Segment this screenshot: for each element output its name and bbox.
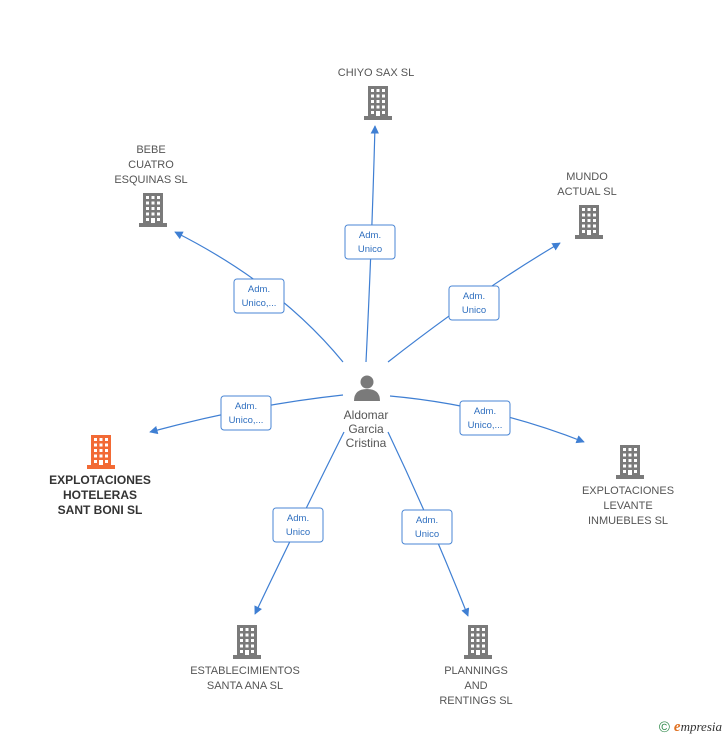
relation-label-santa-ana[interactable]: Adm. Unico	[272, 507, 324, 543]
company-name-sant-boni[interactable]: SANT BONI SL	[58, 503, 143, 517]
person-name[interactable]: Aldomar	[344, 408, 389, 422]
copyright-symbol: ©	[658, 719, 670, 736]
relation-text: Adm.	[359, 230, 381, 241]
company-name-chiyo[interactable]: CHIYO SAX SL	[338, 67, 414, 79]
relation-text: Adm.	[474, 406, 496, 417]
company-name-levante[interactable]: LEVANTE	[603, 500, 652, 512]
relation-label-sant-boni[interactable]: Adm. Unico,...	[220, 395, 272, 431]
relation-text: Unico	[286, 527, 310, 538]
building-icon-bebe[interactable]	[139, 193, 167, 227]
person-name[interactable]: Garcia	[348, 422, 384, 436]
company-name-sant-boni[interactable]: EXPLOTACIONES	[49, 473, 151, 487]
relation-text: Adm.	[235, 401, 257, 412]
relation-text: Adm.	[416, 515, 438, 526]
company-name-plannings[interactable]: RENTINGS SL	[439, 695, 512, 707]
relation-text: Unico,...	[242, 298, 277, 309]
company-name-levante[interactable]: INMUEBLES SL	[588, 515, 668, 527]
relation-label-mundo[interactable]: Adm. Unico	[448, 285, 500, 321]
building-icon-sant-boni[interactable]	[87, 435, 115, 469]
relation-label-plannings[interactable]: Adm. Unico	[401, 509, 453, 545]
relation-text: Unico	[358, 244, 382, 255]
relation-text: Unico,...	[229, 415, 264, 426]
building-icon-santa-ana[interactable]	[233, 625, 261, 659]
company-name-sant-boni[interactable]: HOTELERAS	[63, 488, 137, 502]
company-name-plannings[interactable]: AND	[464, 680, 487, 692]
empresia-watermark: © empresia	[659, 719, 722, 736]
company-name-plannings[interactable]: PLANNINGS	[444, 665, 508, 677]
company-name-santa-ana[interactable]: SANTA ANA SL	[207, 680, 283, 692]
company-name-mundo[interactable]: ACTUAL SL	[557, 186, 617, 198]
relation-text: Adm.	[248, 284, 270, 295]
relation-text: Unico	[462, 305, 486, 316]
company-name-bebe[interactable]: ESQUINAS SL	[114, 174, 187, 186]
brand-logo: empresia	[673, 719, 722, 735]
relation-text: Adm.	[287, 513, 309, 524]
building-icon-chiyo[interactable]	[364, 86, 392, 120]
building-icon-plannings[interactable]	[464, 625, 492, 659]
relation-label-levante[interactable]: Adm. Unico,...	[459, 400, 511, 436]
relation-text: Unico	[415, 529, 439, 540]
company-name-mundo[interactable]: MUNDO	[566, 171, 608, 183]
building-icon-levante[interactable]	[616, 445, 644, 479]
relation-text: Adm.	[463, 291, 485, 302]
relation-label-chiyo[interactable]: Adm. Unico	[344, 224, 396, 260]
relation-label-bebe[interactable]: Adm. Unico,...	[233, 278, 285, 314]
relation-text: Unico,...	[468, 420, 503, 431]
company-name-santa-ana[interactable]: ESTABLECIMIENTOS	[190, 665, 300, 677]
company-name-bebe[interactable]: BEBE	[136, 144, 165, 156]
person-name[interactable]: Cristina	[346, 436, 387, 450]
company-name-levante[interactable]: EXPLOTACIONES	[582, 485, 674, 497]
person-icon[interactable]	[354, 375, 380, 402]
company-name-bebe[interactable]: CUATRO	[128, 159, 174, 171]
building-icon-mundo[interactable]	[575, 205, 603, 239]
